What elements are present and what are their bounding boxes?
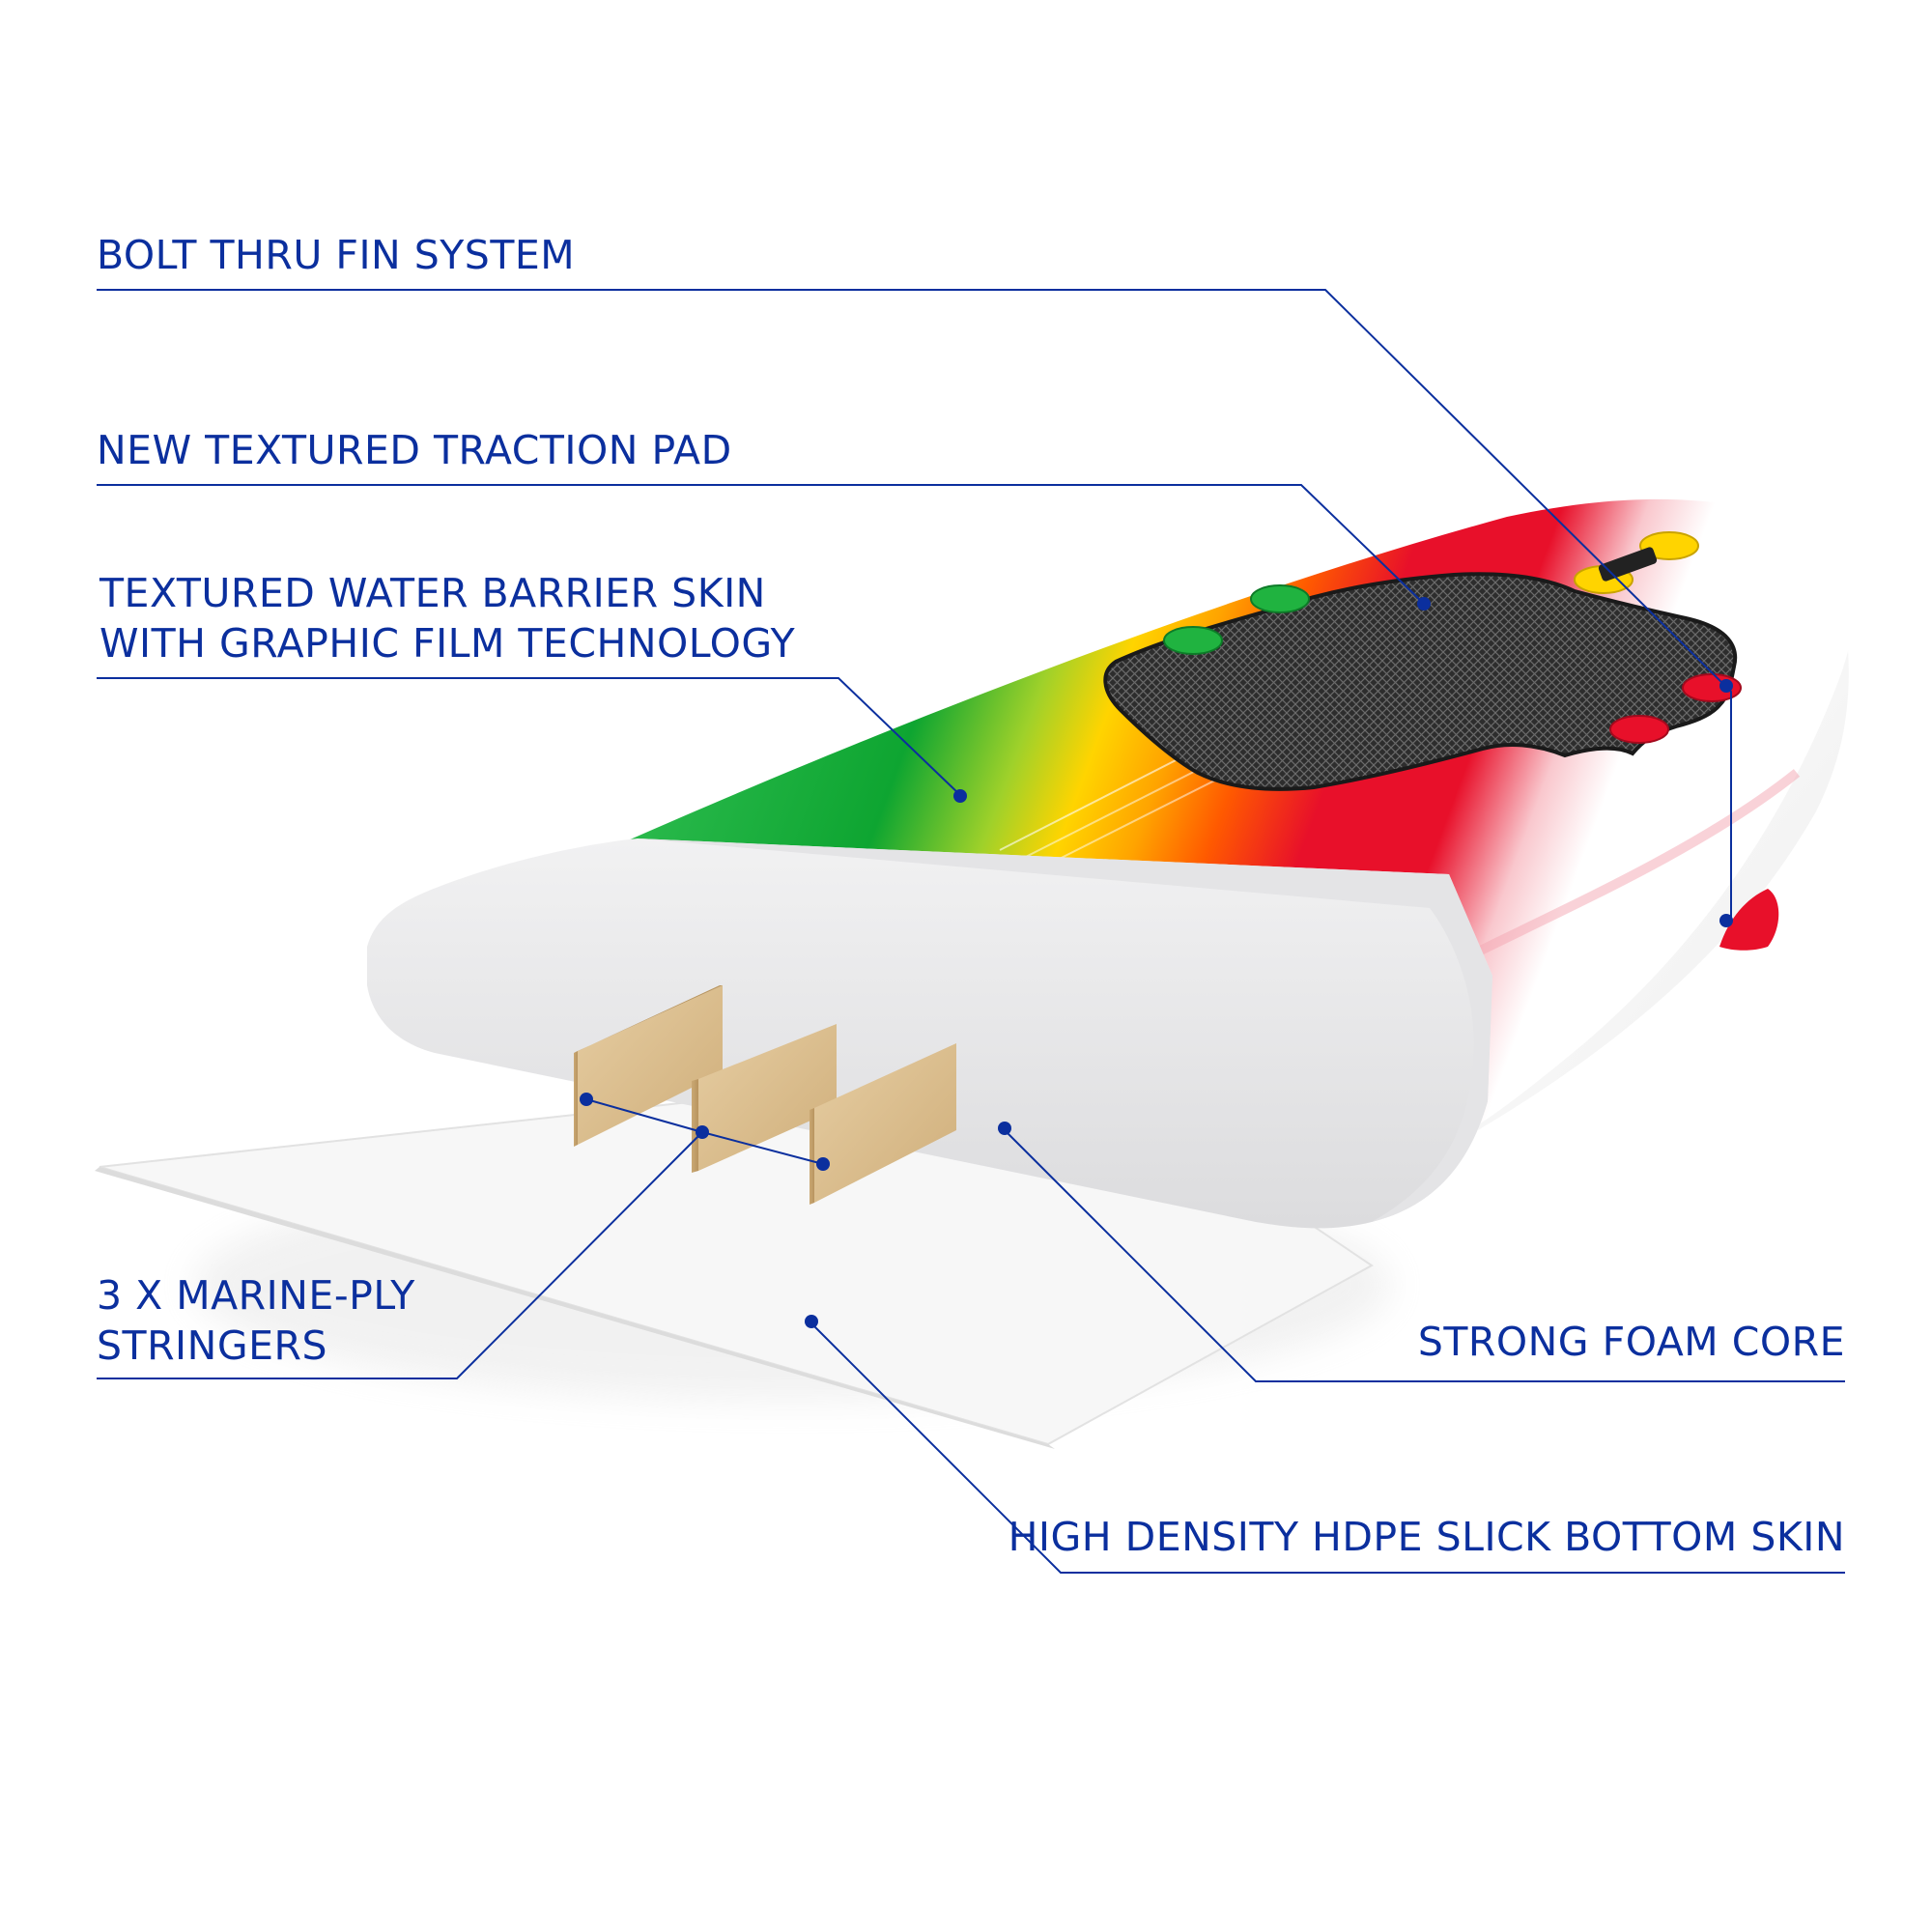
label-traction-pad: NEW TEXTURED TRACTION PAD [97,425,732,475]
label-line: BOLT THRU FIN SYSTEM [97,232,576,278]
label-marine-ply-stringers: 3 X MARINE-PLY STRINGERS [97,1270,415,1372]
leader-line-water-barrier [97,677,962,797]
callout-dot-traction-pad [1417,597,1431,611]
stringer [692,1024,837,1173]
label-line: STRONG FOAM CORE [1417,1319,1845,1365]
stringers [574,985,956,1205]
callout-dot-water-barrier [953,789,967,803]
stringer [810,1043,956,1205]
traction-pad [1103,572,1738,791]
callout-dot-bottom-skin [805,1315,818,1328]
label-hdpe-bottom-skin: HIGH DENSITY HDPE SLICK BOTTOM SKIN [1009,1512,1845,1562]
label-line: NEW TEXTURED TRACTION PAD [97,427,732,473]
leader-lines [97,289,1845,1574]
callout-dot-bolt-thru-lower [1719,914,1733,927]
callout-dot-bolt-thru [1719,679,1733,693]
label-line: STRINGERS [97,1322,328,1370]
label-line: HIGH DENSITY HDPE SLICK BOTTOM SKIN [1008,1514,1845,1560]
leader-line-foam-core [1004,1129,1845,1382]
callout-dots [580,597,1733,1328]
label-line: 3 X MARINE-PLY [97,1272,415,1319]
callout-dot-stringer-3 [816,1157,830,1171]
leader-line-bolt-thru [97,289,1732,918]
callout-dot-stringer-2 [696,1125,709,1139]
stringer [574,985,723,1147]
label-strong-foam-core: STRONG FOAM CORE [1418,1317,1845,1367]
leader-line-traction-pad [97,484,1423,603]
label-line: TEXTURED WATER BARRIER SKIN [99,570,766,616]
callout-dot-stringer-1 [580,1093,593,1106]
leader-line-stringers [97,1131,703,1379]
label-line: WITH GRAPHIC FILM TECHNOLOGY [99,620,796,668]
callout-dot-foam-core [998,1122,1011,1135]
label-bolt-thru-fin-system: BOLT THRU FIN SYSTEM [97,230,575,280]
foam-core [367,838,1492,1229]
label-water-barrier-skin: TEXTURED WATER BARRIER SKIN WITH GRAPHIC… [99,568,795,669]
fin-plugs [1163,531,1779,951]
leader-line-bottom-skin [810,1322,1845,1574]
